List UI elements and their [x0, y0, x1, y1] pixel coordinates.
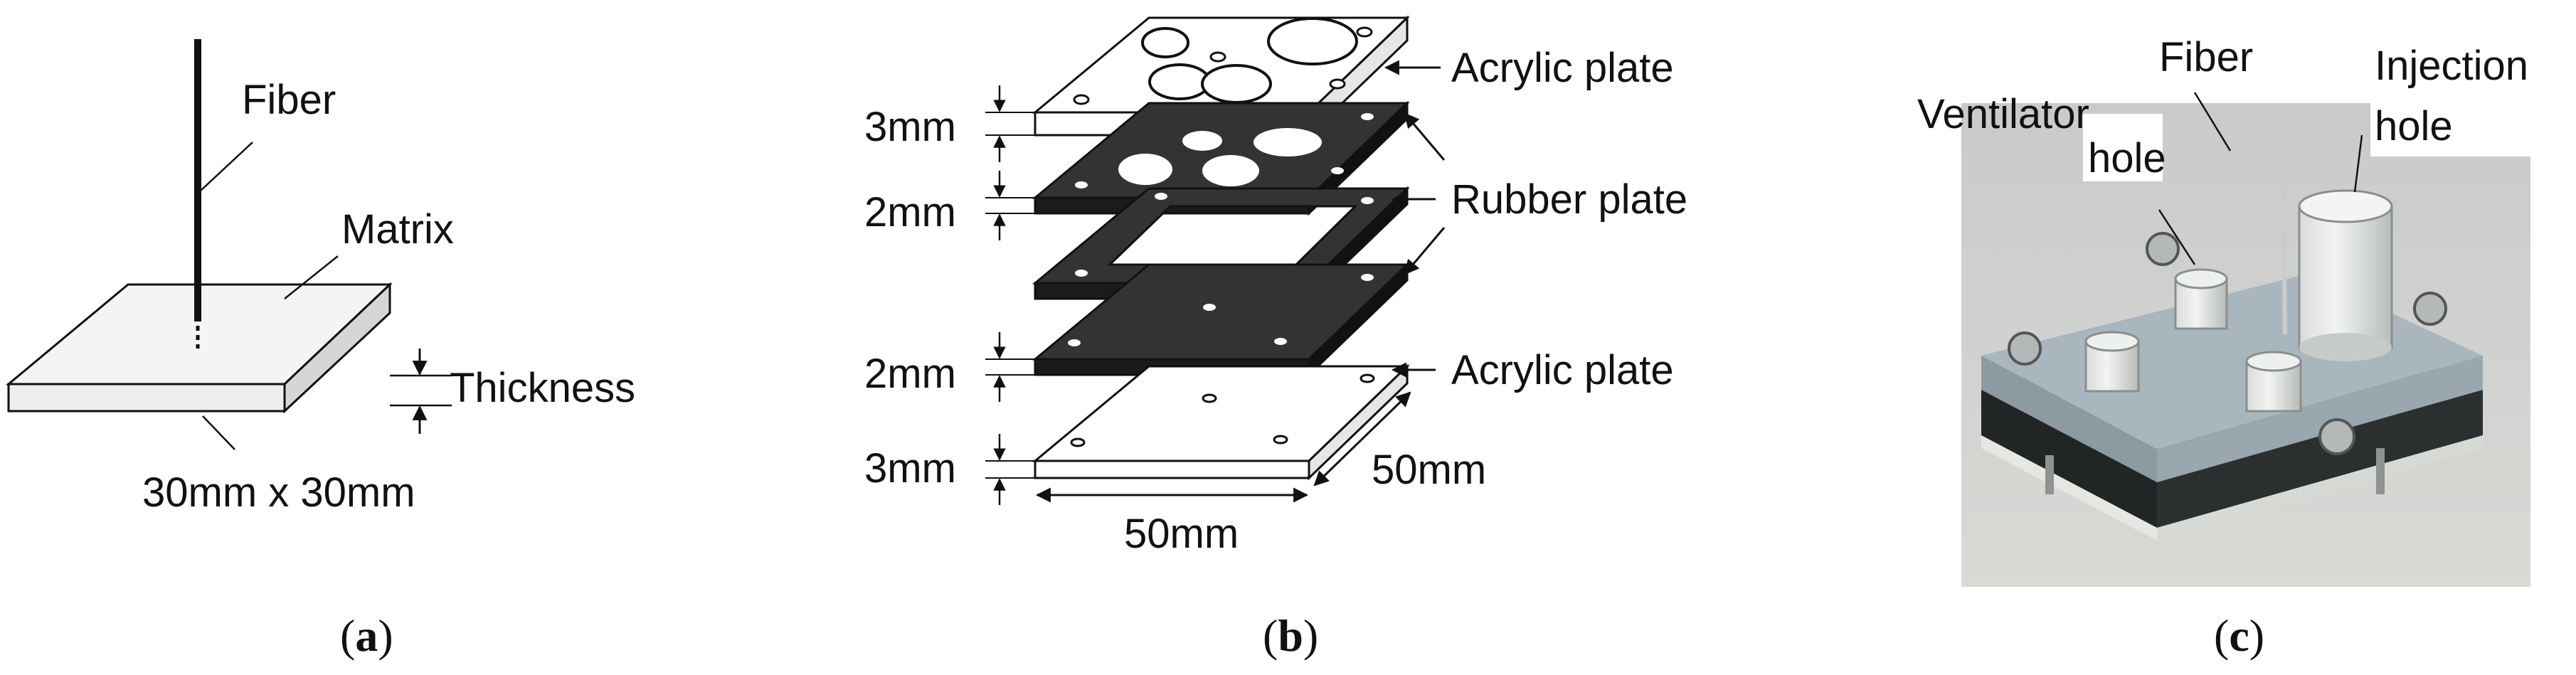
ventilator-label-1: Ventilator [1917, 91, 2089, 137]
rubber-plate-label: Rubber plate [1451, 176, 1687, 223]
dim-bottom-acrylic [985, 434, 1035, 505]
acrylic-bottom-label: Acrylic plate [1451, 347, 1674, 393]
dim-rubber-1 [985, 171, 1035, 240]
depth-label: 50mm [1372, 447, 1486, 493]
acrylic-top-label: Acrylic plate [1451, 45, 1674, 91]
dim-top-acrylic [985, 85, 1035, 162]
size-label: 30mm x 30mm [142, 469, 415, 516]
fiber-leader [200, 142, 253, 191]
injection-label-1: Injection [2375, 43, 2528, 89]
arrow-rubber-1 [1404, 112, 1446, 161]
matrix-leader [284, 255, 339, 299]
panel-c: Ventilator hole Fiber Injection hole (c) [1914, 21, 2555, 661]
dim-rubber-2-label: 2mm [864, 351, 956, 397]
dim-bottom-label: 3mm [864, 445, 956, 491]
rubber-plate-1 [1032, 100, 1410, 216]
arrow-rubber-3 [1404, 227, 1446, 275]
matrix-block [5, 282, 393, 414]
dim-rubber-2 [985, 332, 1035, 402]
caption-c: (c) [2214, 610, 2264, 661]
panel-b: Acrylic plate Rubber plate Acrylic plate… [864, 15, 1687, 661]
dim-depth [1313, 391, 1411, 487]
width-label: 50mm [1124, 511, 1239, 557]
injection-leader [2353, 134, 2363, 193]
photo-fiber-label: Fiber [2159, 34, 2253, 80]
photo-fiber-leader [2193, 92, 2232, 152]
dim-rubber-1-label: 2mm [864, 189, 956, 235]
acrylic-plate-top [1032, 15, 1410, 138]
panel-a: Fiber Matrix Thickness 30mm x 30mm (a) [5, 39, 635, 661]
fiber-label: Fiber [242, 77, 336, 123]
caption-a: (a) [340, 610, 393, 661]
acrylic-plate-bottom [1032, 363, 1410, 481]
thickness-label: Thickness [450, 365, 635, 411]
matrix-label: Matrix [341, 206, 454, 253]
caption-b: (b) [1263, 610, 1318, 661]
thickness-dimension [390, 349, 452, 434]
mold-photo [1961, 102, 2530, 587]
size-leader [202, 415, 235, 450]
injection-label-2: hole [2375, 103, 2453, 149]
ventilator-label-2: hole [2088, 135, 2166, 181]
ventilator-leader [2158, 209, 2196, 265]
dim-top-label: 3mm [864, 104, 956, 150]
